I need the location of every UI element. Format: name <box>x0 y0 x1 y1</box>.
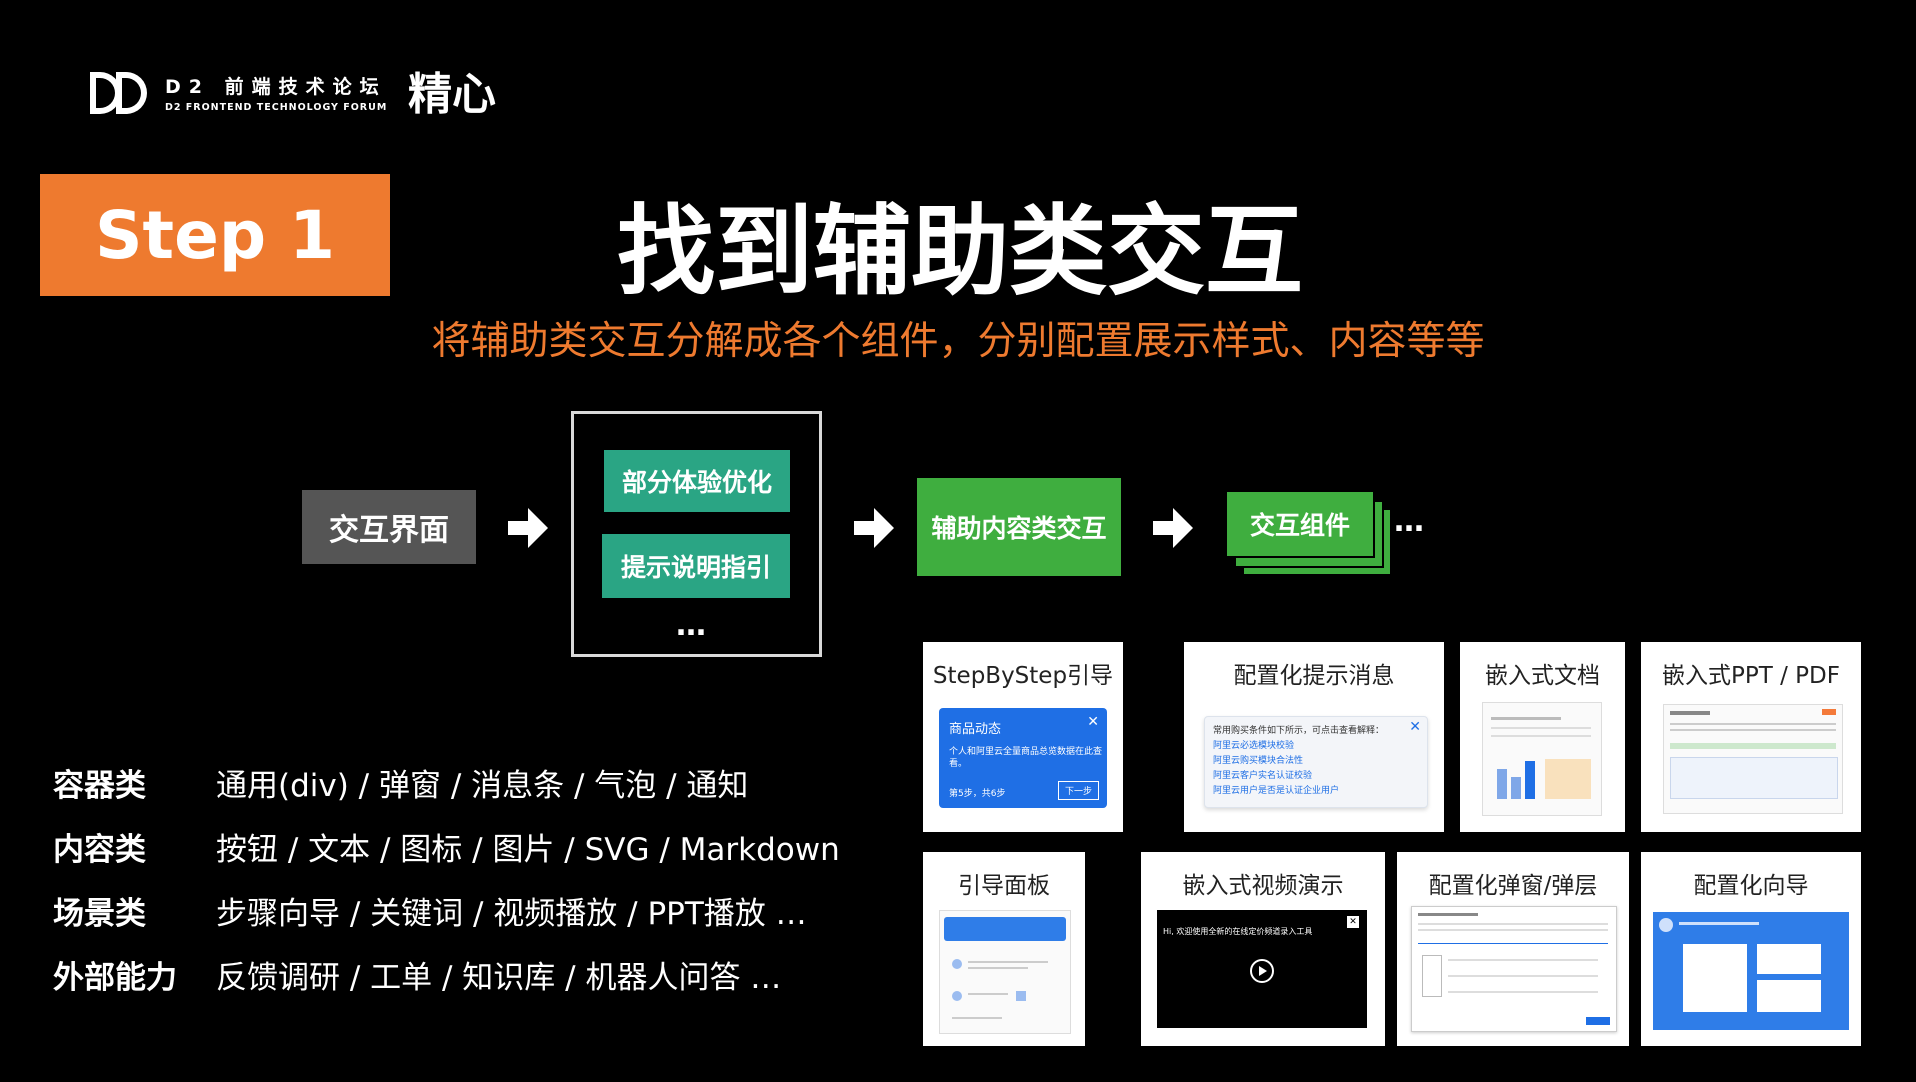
logo-subtitle: D2 FRONTEND TECHNOLOGY FORUM <box>165 102 388 113</box>
doc-preview <box>1482 702 1602 816</box>
panel-preview <box>939 910 1071 1034</box>
category-external-label: 外部能力 <box>53 960 177 996</box>
tips-panel: ✕ 常用购买条件如下所示，可点击查看解释： 阿里云必选模块校验 阿里云购买模块合… <box>1204 716 1428 808</box>
tips-line: 常用购买条件如下所示，可点击查看解释： <box>1213 726 1385 736</box>
page-subtitle: 将辅助类交互分解成各个组件，分别配置展示样式、内容等等 <box>431 319 1485 364</box>
arrow-right-icon <box>854 508 894 548</box>
card-dialog-title: 配置化弹窗/弹层 <box>1428 873 1598 899</box>
category-content-label: 内容类 <box>53 832 146 868</box>
category-external-text: 反馈调研 / 工单 / 知识库 / 机器人问答 … <box>216 960 782 996</box>
flow-middle-label: 辅助内容类交互 <box>931 514 1107 543</box>
flow-group-item-2: 提示说明指引 <box>602 534 790 598</box>
step-label: Step 1 <box>95 196 335 274</box>
step-popup-title: 商品动态 <box>949 722 1002 737</box>
card-video: 嵌入式视频演示 Hi, 欢迎使用全新的在线定价频道录入工具 ✕ <box>1141 852 1385 1046</box>
flow-group-box <box>571 411 822 657</box>
card-stepbystep: StepByStep引导 商品动态 ✕ 个人和阿里云全量商品总览数据在此查看。 … <box>923 642 1123 832</box>
card-dialog: 配置化弹窗/弹层 <box>1397 852 1629 1046</box>
video-caption: Hi, 欢迎使用全新的在线定价频道录入工具 <box>1163 927 1313 936</box>
card-wizard-title: 配置化向导 <box>1693 873 1809 899</box>
card-ppt: 嵌入式PPT / PDF <box>1641 642 1861 832</box>
category-container-label: 容器类 <box>53 768 146 804</box>
tips-link[interactable]: 阿里云必选模块校验 <box>1213 741 1295 751</box>
next-step-button[interactable]: 下一步 <box>1057 781 1099 800</box>
flow-start-label: 交互界面 <box>329 513 449 548</box>
card-doc: 嵌入式文档 <box>1460 642 1625 832</box>
close-icon[interactable]: ✕ <box>1409 719 1421 735</box>
flow-group-item-2-label: 提示说明指引 <box>620 553 771 582</box>
category-scene-label: 场景类 <box>53 896 146 932</box>
card-stepbystep-title: StepByStep引导 <box>932 663 1114 689</box>
tips-link[interactable]: 阿里云用户是否是认证企业用户 <box>1213 786 1340 796</box>
tips-link[interactable]: 阿里云购买模块合法性 <box>1213 756 1304 766</box>
dialog-preview <box>1411 906 1617 1032</box>
category-scene-text: 步骤向导 / 关键词 / 视频播放 / PPT播放 … <box>216 896 807 932</box>
logo-title: D2 前端技术论坛 <box>165 76 387 98</box>
step-popup-footer: 第5步，共6步 <box>949 789 1006 799</box>
card-tips-title: 配置化提示消息 <box>1233 663 1395 689</box>
close-icon[interactable]: ✕ <box>1347 916 1359 928</box>
wizard-preview <box>1653 912 1849 1030</box>
page-title: 找到辅助类交互 <box>616 195 1303 309</box>
category-container-text: 通用(div) / 弹窗 / 消息条 / 气泡 / 通知 <box>216 768 749 804</box>
close-icon: ✕ <box>1087 714 1099 730</box>
tips-link[interactable]: 阿里云客户实名认证校验 <box>1213 771 1313 781</box>
step-popup-body: 个人和阿里云全量商品总览数据在此查看。 <box>949 747 1103 769</box>
card-panel-title: 引导面板 <box>958 873 1050 899</box>
arrow-right-icon <box>1153 508 1193 548</box>
arrow-right-icon <box>508 508 548 548</box>
step-popup: 商品动态 ✕ 个人和阿里云全量商品总览数据在此查看。 第5步，共6步 下一步 <box>939 708 1107 808</box>
flow-start-box: 交互界面 <box>302 490 476 564</box>
step-badge: Step 1 <box>40 174 390 296</box>
flow-middle-box: 辅助内容类交互 <box>917 478 1121 576</box>
card-panel: 引导面板 <box>923 852 1085 1046</box>
logo-brand: 精心 <box>408 69 496 120</box>
card-ppt-title: 嵌入式PPT / PDF <box>1662 663 1840 689</box>
flow-group-more: … <box>676 608 710 643</box>
card-tips: 配置化提示消息 ✕ 常用购买条件如下所示，可点击查看解释： 阿里云必选模块校验 … <box>1184 642 1444 832</box>
card-doc-title: 嵌入式文档 <box>1485 663 1600 689</box>
play-icon[interactable] <box>1249 958 1275 984</box>
flow-end-box: 交互组件 <box>1225 490 1375 558</box>
flow-group-item-1-label: 部分体验优化 <box>621 468 772 497</box>
flow-group-item-1: 部分体验优化 <box>604 450 790 512</box>
video-player[interactable]: Hi, 欢迎使用全新的在线定价频道录入工具 ✕ <box>1157 910 1367 1028</box>
flow-end-more: … <box>1394 504 1428 539</box>
flow-end-label: 交互组件 <box>1249 511 1350 540</box>
ppt-preview <box>1663 704 1843 814</box>
card-video-title: 嵌入式视频演示 <box>1182 873 1344 899</box>
card-wizard: 配置化向导 <box>1641 852 1861 1046</box>
d2-logo-icon <box>90 72 147 114</box>
category-content-text: 按钮 / 文本 / 图标 / 图片 / SVG / Markdown <box>216 832 840 868</box>
